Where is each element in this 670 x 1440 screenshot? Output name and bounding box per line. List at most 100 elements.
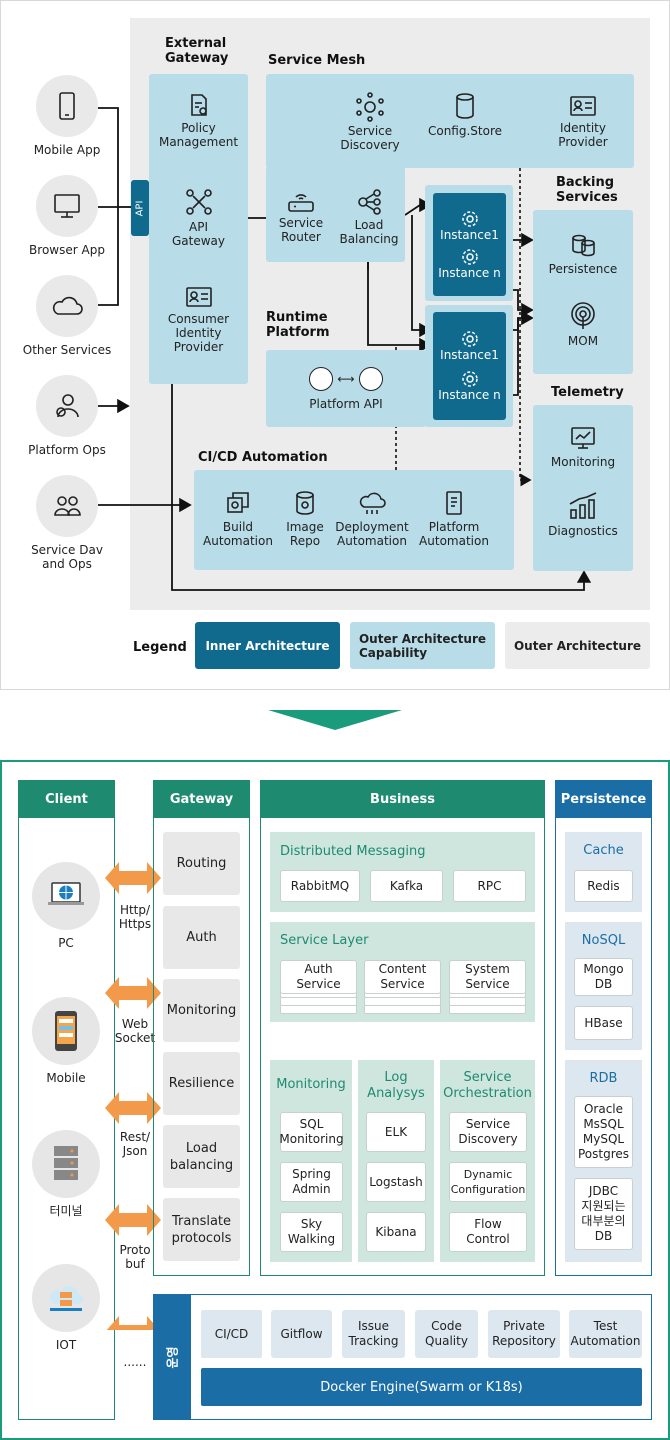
backing-item-label: Persistence bbox=[548, 262, 618, 276]
gateway-translate-protocols: Translate protocols bbox=[163, 1198, 240, 1261]
share-nodes-icon bbox=[358, 189, 381, 215]
gear-icon bbox=[461, 371, 478, 387]
telemetry-title: Telemetry bbox=[551, 385, 624, 400]
client-label: Platform Ops bbox=[28, 443, 106, 457]
monitor-chart-icon bbox=[571, 427, 595, 449]
mesh-item-label: Load Balancing bbox=[339, 218, 399, 246]
backing-services-panel bbox=[533, 210, 633, 374]
database-gear-icon bbox=[296, 491, 314, 515]
users-icon bbox=[36, 475, 98, 537]
client-label: Other Services bbox=[22, 343, 112, 357]
docker-engine: Docker Engine(Swarm or K18s) bbox=[201, 1368, 642, 1406]
external-gateway-title: External Gateway bbox=[165, 36, 229, 66]
chevron-down-icon bbox=[268, 710, 402, 730]
cicd-item-label: Platform Automation bbox=[419, 520, 489, 548]
gateway-auth: Auth bbox=[163, 906, 240, 969]
runtime-platform-panel: ⟷ Platform API bbox=[266, 350, 426, 427]
client-item-label: PC bbox=[58, 936, 74, 950]
legend-label: Legend bbox=[133, 640, 187, 655]
cache-redis: Redis bbox=[574, 870, 633, 902]
client-other-services: Other Services bbox=[22, 275, 112, 357]
legend-inner-label: Inner Architecture bbox=[205, 638, 330, 653]
instance-group-1: Instance1 Instance n bbox=[433, 193, 506, 296]
api-gateway: API Gateway bbox=[149, 188, 248, 248]
client-mobile: Mobile bbox=[28, 997, 104, 1085]
service-discovery: Service Discovery bbox=[330, 92, 410, 152]
broadcast-icon bbox=[571, 302, 595, 329]
platform-api-label: Platform API bbox=[309, 396, 383, 411]
consumer-identity-provider: Consumer Identity Provider bbox=[149, 286, 248, 354]
client-browser-app: Browser App bbox=[22, 175, 112, 257]
monitoring-title: Monitoring bbox=[276, 1077, 346, 1092]
docker-engine-label: Docker Engine(Swarm or K18s) bbox=[320, 1379, 523, 1395]
telemetry-item-label: Diagnostics bbox=[548, 524, 618, 538]
diagnostics: Diagnostics bbox=[533, 492, 633, 538]
laptop-globe-icon bbox=[32, 862, 100, 930]
nosql-title: NoSQL bbox=[581, 933, 626, 948]
mobile-icon bbox=[36, 75, 98, 137]
monitoring-sql: SQL Monitoring bbox=[279, 1112, 344, 1152]
instance-label: Instance n bbox=[438, 388, 501, 402]
service-card: System Service bbox=[449, 960, 526, 994]
client-label: Mobile App bbox=[33, 143, 101, 157]
client-service-dev-ops: Service Dav and Ops bbox=[22, 475, 112, 571]
cicd-panel bbox=[194, 470, 514, 570]
ops-item-test-automation: Test Automation bbox=[569, 1310, 642, 1358]
discovery-hub-icon bbox=[356, 92, 384, 122]
log-title: Log Analysys bbox=[367, 1070, 425, 1101]
identity-provider: Identity Provider bbox=[545, 95, 621, 149]
auth-service-stack: Auth Service bbox=[280, 960, 357, 1015]
gear-icon bbox=[309, 366, 334, 391]
protocol-http: Http/ Https bbox=[118, 903, 152, 931]
backing-services-title: Backing Services bbox=[556, 175, 618, 205]
bar-chart-icon bbox=[569, 492, 597, 519]
bidirectional-arrow-icon bbox=[105, 1204, 161, 1236]
instance-label: Instance n bbox=[438, 265, 501, 280]
service-mesh-left-panel bbox=[266, 166, 405, 262]
nosql-hbase: HBase bbox=[574, 1006, 633, 1040]
legend-inner: Inner Architecture bbox=[195, 622, 340, 669]
monitor-icon bbox=[36, 175, 98, 237]
gear-icon bbox=[461, 248, 478, 265]
gateway-header: Gateway bbox=[153, 780, 250, 818]
service-card: Content Service bbox=[364, 960, 441, 994]
ops-tab: 운영 bbox=[153, 1294, 191, 1420]
ops-item-private-repository: Private Repository bbox=[488, 1310, 560, 1358]
server-rack-icon bbox=[32, 1130, 100, 1198]
rdb-relational: Oracle MsSQL MySQL Postgres bbox=[574, 1096, 633, 1168]
orchestration-flow-control: Flow Control bbox=[449, 1212, 527, 1252]
ops-item-issue-tracking: Issue Tracking bbox=[342, 1310, 405, 1358]
cicd-title: CI/CD Automation bbox=[198, 450, 328, 465]
cloud-deploy-icon bbox=[359, 492, 386, 514]
cicd-item-label: Build Automation bbox=[203, 520, 273, 548]
legend-outer-capability: Outer Architecture Capability bbox=[350, 622, 495, 669]
gear-icon bbox=[461, 210, 478, 227]
business-header: Business bbox=[260, 780, 545, 818]
policy-management: Policy Management bbox=[149, 93, 248, 149]
rdb-jdbc: JDBC 지원되는 대부분의 DB bbox=[574, 1178, 633, 1250]
gear-icon bbox=[461, 331, 478, 347]
config-store: Config.Store bbox=[425, 92, 505, 138]
protocol-rest: Rest/ Json bbox=[119, 1130, 151, 1158]
gateway-item-label: Consumer Identity Provider bbox=[167, 312, 230, 354]
client-platform-ops: Platform Ops bbox=[22, 375, 112, 457]
id-card-icon bbox=[570, 96, 596, 116]
deployment-automation: Deployment Automation bbox=[332, 490, 412, 548]
runtime-platform-title: Runtime Platform bbox=[266, 310, 330, 340]
ops-item-gitflow: Gitflow bbox=[271, 1310, 332, 1358]
backing-item-label: MOM bbox=[567, 334, 599, 348]
legend-outer: Outer Architecture bbox=[505, 622, 650, 669]
client-item-label: 터미널 bbox=[49, 1204, 83, 1218]
persistence: Persistence bbox=[533, 232, 633, 276]
load-balancing: Load Balancing bbox=[336, 188, 402, 246]
router-icon bbox=[288, 194, 314, 212]
persistence-header: Persistence bbox=[555, 780, 652, 818]
gateway-monitoring: Monitoring bbox=[163, 979, 240, 1042]
platform-api-icons: ⟷ bbox=[309, 366, 383, 391]
mesh-item-label: Identity Provider bbox=[558, 121, 608, 149]
orchestration-title: Service Orchestration bbox=[443, 1070, 532, 1101]
orchestration-service-discovery: Service Discovery bbox=[449, 1112, 527, 1152]
messaging-kafka: Kafka bbox=[370, 870, 443, 902]
monitoring-spring-admin: Spring Admin bbox=[280, 1162, 343, 1202]
build-box-icon bbox=[227, 492, 249, 513]
